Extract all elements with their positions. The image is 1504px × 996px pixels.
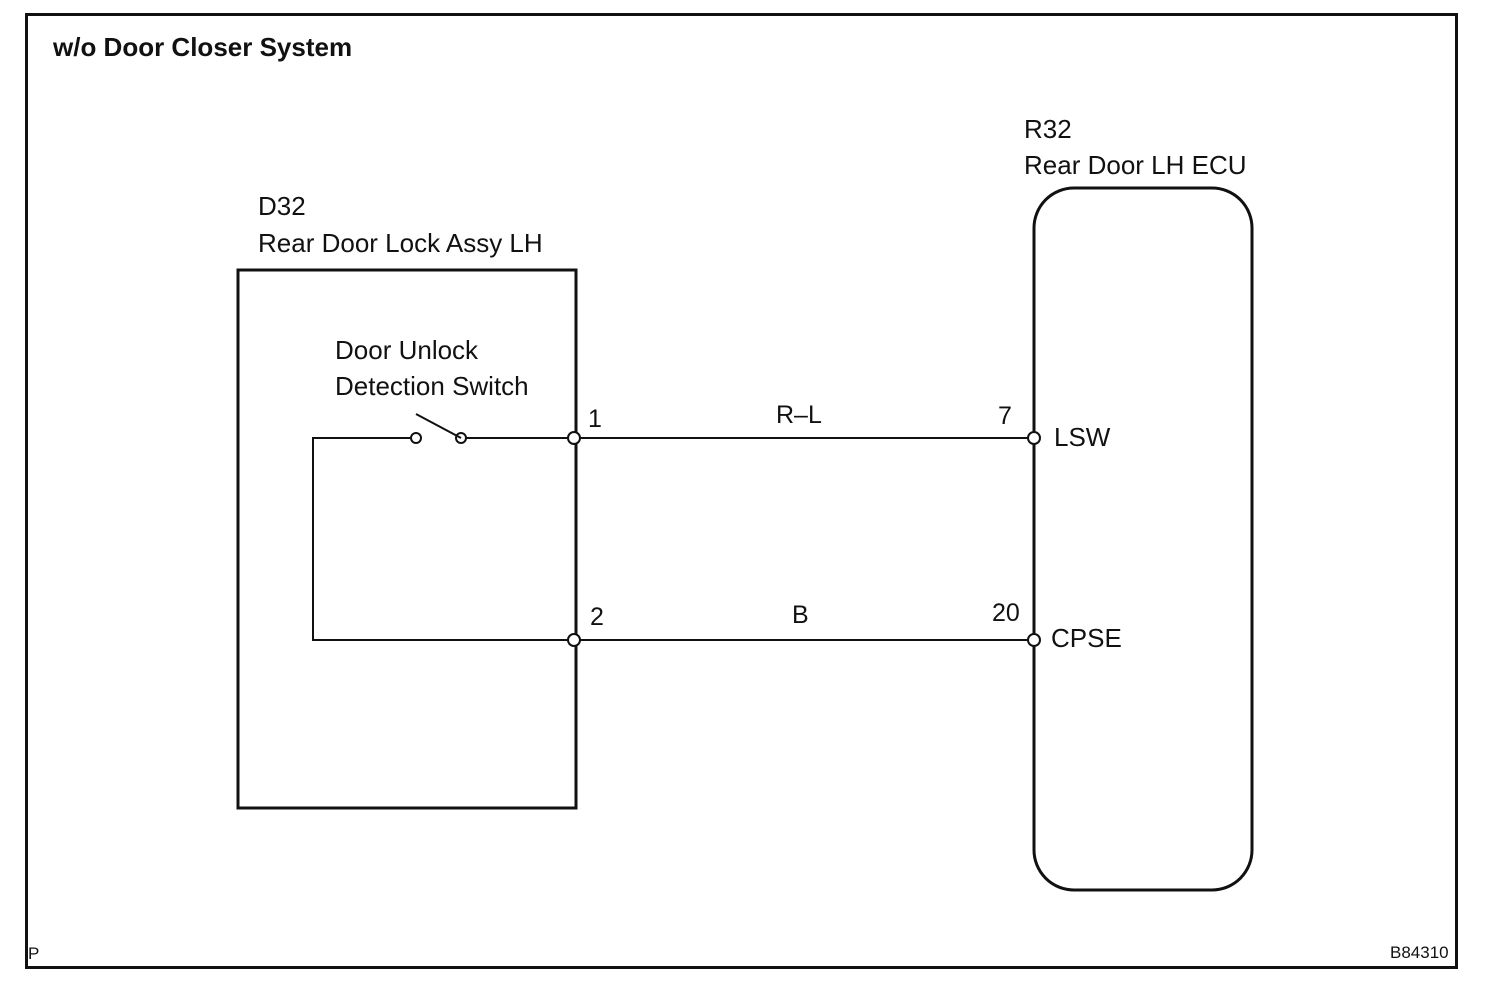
d32-internal-loop-wire <box>312 437 574 641</box>
figure-id: B84310 <box>1390 943 1449 962</box>
switch-label-line1: Door Unlock <box>335 335 479 365</box>
footer-left-mark: P <box>28 944 40 963</box>
d32-pin-2-label: 2 <box>590 603 604 631</box>
r32-pin-7-connector <box>1027 431 1041 445</box>
r32-pin-20-number: 20 <box>992 599 1020 627</box>
d32-pin-1-label: 1 <box>588 405 602 433</box>
wire-r-l-label: R–L <box>776 401 822 429</box>
r32-pin-7-number: 7 <box>998 402 1012 430</box>
r32-name: Rear Door LH ECU <box>1024 150 1247 180</box>
switch-contact-left <box>410 432 422 444</box>
wire-b-label: B <box>792 601 809 629</box>
diagram-frame <box>25 13 1458 969</box>
switch-label-line2: Detection Switch <box>335 371 529 401</box>
diagram-title: w/o Door Closer System <box>53 32 353 62</box>
d32-pin-1-connector <box>567 431 581 445</box>
r32-code: R32 <box>1024 114 1072 144</box>
switch-blade <box>415 413 462 439</box>
d32-name: Rear Door Lock Assy LH <box>258 228 543 258</box>
d32-component-box <box>236 268 578 810</box>
r32-pin-20-connector <box>1027 633 1041 647</box>
d32-pin-2-connector <box>567 633 581 647</box>
r32-terminal-cpse: CPSE <box>1051 623 1122 653</box>
r32-ecu-box <box>1032 186 1254 892</box>
d32-code: D32 <box>258 191 306 221</box>
r32-terminal-lsw: LSW <box>1054 422 1111 452</box>
